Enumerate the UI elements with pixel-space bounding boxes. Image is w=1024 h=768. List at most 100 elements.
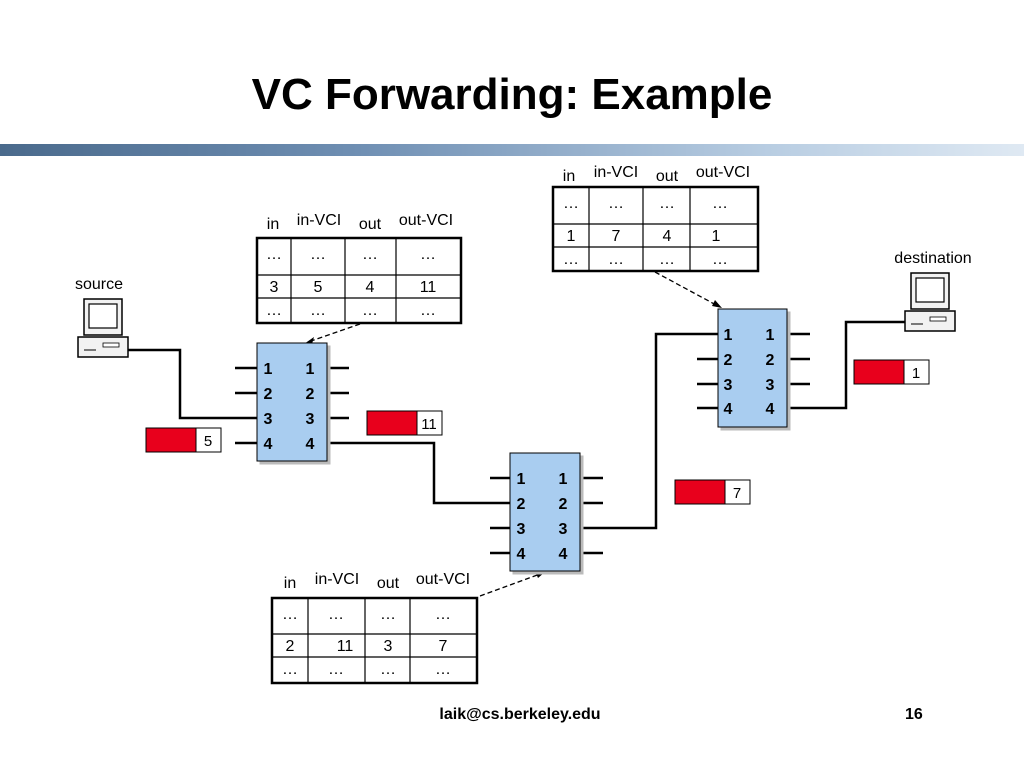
vc-table-switch-3: in in-VCI out out-VCI … … … … 1 7 4 1 … … [551,164,760,273]
link-switch2-to-switch3 [603,332,697,530]
vc-table-switch-2: in in-VCI out out-VCI … … … … 2 11 3 7 …… [270,571,479,685]
packet-at-destination: 1 [853,359,930,385]
table-ellipsis: … [608,195,624,212]
switch2-in-port-2: 2 [517,496,526,513]
table-header-in-vci: in-VCI [297,212,341,229]
links [128,320,905,530]
table-pointers [304,271,722,597]
table-cell-out-vci: 7 [439,638,448,655]
switch1-in-port-1: 1 [264,361,273,378]
switch3-out-port-1: 1 [766,327,775,344]
slide-title: VC Forwarding: Example [251,70,773,119]
table-header-out-vci: out-VCI [696,164,750,181]
table-ellipsis: … [362,246,378,263]
switch1-out-port-4: 4 [306,436,315,453]
switch1-in-port-2: 2 [264,386,273,403]
source-label: source [75,276,123,293]
table-ellipsis: … [563,195,579,212]
table-header-in: in [267,216,279,233]
table-header-out: out [377,575,400,592]
switch2-out-port-2: 2 [559,496,568,513]
table-header-out: out [656,168,679,185]
packet-hop-1: 11 [366,410,443,436]
switch2-in-port-1: 1 [517,471,526,488]
title-underline-bar [0,144,1024,156]
table-cell-in: 1 [567,228,576,245]
table-ellipsis: … [380,661,396,678]
pointer-table3 [654,271,719,307]
table-ellipsis: … [310,246,326,263]
switch1-out-port-3: 3 [306,411,315,428]
link-switch1-to-switch2 [349,441,490,505]
footer-email: laik@cs.berkeley.edu [439,706,601,723]
packet-hop-2: 7 [674,479,751,505]
table-header-in-vci: in-VCI [315,571,359,588]
pointer-table2 [479,573,541,597]
packet-vci-label: 11 [421,416,437,433]
table-cell-out-vci: 11 [420,279,437,296]
table-ellipsis: … [310,302,326,319]
packet-vci-label: 7 [733,485,741,502]
table-header-out: out [359,216,382,233]
table-ellipsis: … [282,606,298,623]
switch-2: 1 2 3 4 1 2 3 4 [490,452,603,572]
table-ellipsis: … [420,302,436,319]
table-header-in-vci: in-VCI [594,164,638,181]
table-ellipsis: … [266,302,282,319]
table-cell-out: 3 [384,638,393,655]
table-ellipsis: … [282,661,298,678]
table-cell-in: 2 [286,638,295,655]
destination-label: destination [894,250,971,267]
switch3-in-port-4: 4 [724,401,733,418]
page-number: 16 [905,706,923,723]
table-cell-out: 4 [663,228,672,245]
table-header-in: in [563,168,575,185]
table-cell-in: 3 [270,279,279,296]
pointer-table1 [307,323,361,343]
switch3-out-port-3: 3 [766,377,775,394]
link-switch3-to-destination [810,320,905,410]
table-cell-out: 4 [366,279,375,296]
switch3-out-port-2: 2 [766,352,775,369]
table-header-in: in [284,575,296,592]
table-header-out-vci: out-VCI [416,571,470,588]
table-cell-in-vci: 5 [314,279,323,296]
table-ellipsis: … [362,302,378,319]
table-header-out-vci: out-VCI [399,212,453,229]
table-ellipsis: … [659,195,675,212]
table-ellipsis: … [712,251,728,268]
table-ellipsis: … [712,195,728,212]
table-ellipsis: … [608,251,624,268]
switch-3: 1 2 3 4 1 2 3 4 [697,308,810,428]
table-cell-out-vci: 1 [712,228,721,245]
computer-icon-destination [904,272,956,332]
switch2-out-port-1: 1 [559,471,568,488]
link-source-to-switch1 [128,348,235,420]
switch3-in-port-2: 2 [724,352,733,369]
packet-at-source: 5 [145,427,222,453]
packet-vci-label: 5 [204,433,212,450]
table-ellipsis: … [380,606,396,623]
table-ellipsis: … [328,606,344,623]
switch1-out-port-1: 1 [306,361,315,378]
table-ellipsis: … [328,661,344,678]
table-ellipsis: … [266,246,282,263]
table-cell-in-vci: 7 [612,228,621,245]
switch1-in-port-4: 4 [264,436,273,453]
table-ellipsis: … [563,251,579,268]
table-cell-in-vci: 11 [337,638,354,655]
packet-vci-label: 1 [912,365,920,382]
switch2-out-port-3: 3 [559,521,568,538]
switch2-out-port-4: 4 [559,546,568,563]
table-ellipsis: … [435,661,451,678]
switch2-in-port-4: 4 [517,546,526,563]
switch1-in-port-3: 3 [264,411,273,428]
switch-1: 1 2 3 4 1 2 3 4 [235,342,349,462]
table-ellipsis: … [659,251,675,268]
switch3-in-port-3: 3 [724,377,733,394]
switch2-in-port-3: 3 [517,521,526,538]
vc-table-switch-1: in in-VCI out out-VCI … … … … 3 5 4 11 …… [255,212,463,325]
switch3-in-port-1: 1 [724,327,733,344]
table-ellipsis: … [420,246,436,263]
table-ellipsis: … [435,606,451,623]
